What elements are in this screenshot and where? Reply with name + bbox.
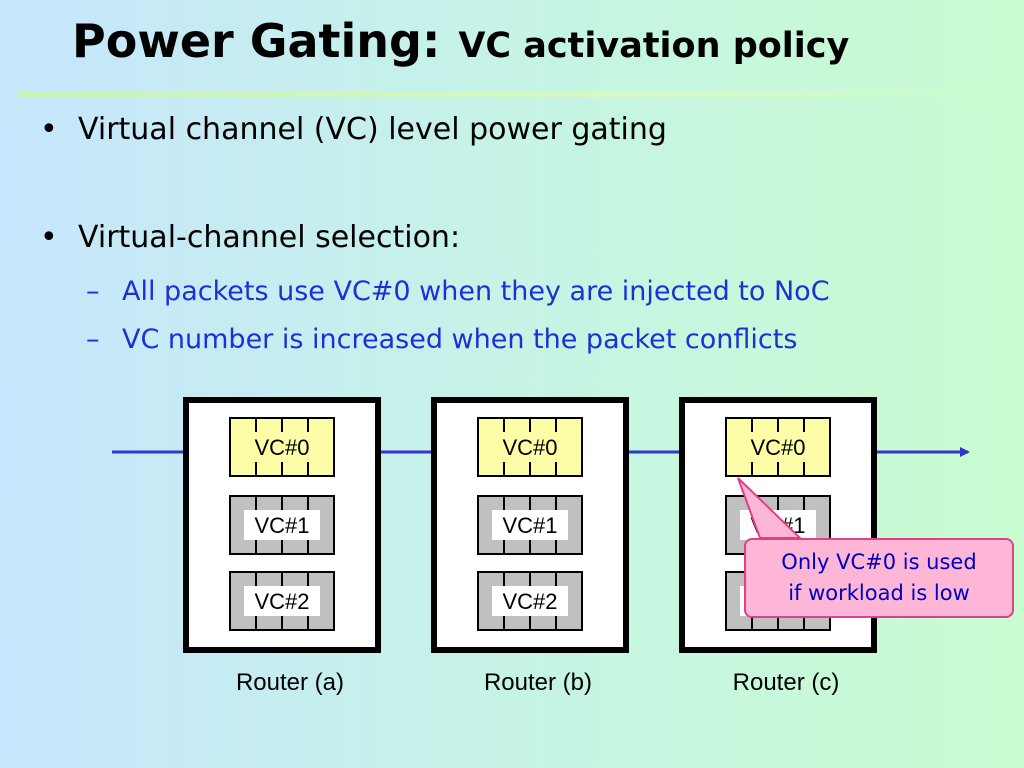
vc-buffer: VC#0 <box>477 417 583 477</box>
bullet-1: • Virtual channel (VC) level power gating <box>40 112 667 147</box>
vc-label: VC#0 <box>750 435 805 460</box>
vc-buffer: VC#0 <box>229 417 335 477</box>
vc-label: VC#1 <box>254 513 309 538</box>
sub-bullet-marker: – <box>86 276 100 307</box>
vc-label: VC#2 <box>254 589 309 614</box>
vc-label-bg <box>492 432 568 462</box>
vc-label-bg <box>244 432 320 462</box>
bullet-2: • Virtual-channel selection: <box>40 220 460 255</box>
sub-bullet-marker: – <box>86 324 100 355</box>
title-divider <box>18 91 1008 97</box>
vc-label-bg <box>244 586 320 616</box>
bullet-marker: • <box>40 220 58 255</box>
vc-label-bg <box>492 510 568 540</box>
sub-bullet-text: VC number is increased when the packet c… <box>122 324 798 355</box>
bullet-text: Virtual channel (VC) level power gating <box>78 112 667 147</box>
vc-label-bg <box>492 586 568 616</box>
router-label: Router (a) <box>236 669 344 696</box>
slide-title: Power Gating: VC activation policy <box>72 14 849 68</box>
vc-label: VC#1 <box>502 513 557 538</box>
sub-bullet-2: –VC number is increased when the packet … <box>86 324 797 355</box>
vc-label: VC#0 <box>502 435 557 460</box>
sub-bullet-1: –All packets use VC#0 when they are inje… <box>86 276 830 307</box>
bullet-marker: • <box>40 112 58 147</box>
sub-bullet-text: All packets use VC#0 when they are injec… <box>122 276 830 307</box>
vc-label-bg <box>740 432 816 462</box>
slide-title-main: Power Gating: <box>72 14 441 68</box>
vc-buffer: VC#2 <box>229 571 335 631</box>
vc-label: VC#0 <box>254 435 309 460</box>
router-label: Router (b) <box>484 669 592 696</box>
callout-note: Only VC#0 is used if workload is low <box>744 538 1014 618</box>
bullet-text: Virtual-channel selection: <box>78 220 461 255</box>
vc-buffer: VC#2 <box>477 571 583 631</box>
vc-buffer: VC#1 <box>477 495 583 555</box>
vc-buffer: VC#0 <box>725 417 831 477</box>
vc-buffer: VC#1 <box>229 495 335 555</box>
slide-title-sub: VC activation policy <box>458 26 850 66</box>
vc-label-bg <box>244 510 320 540</box>
vc-label: VC#2 <box>502 589 557 614</box>
callout-line-2: if workload is low <box>788 581 970 605</box>
router-label: Router (c) <box>733 669 840 696</box>
callout-line-1: Only VC#0 is used <box>781 550 977 574</box>
